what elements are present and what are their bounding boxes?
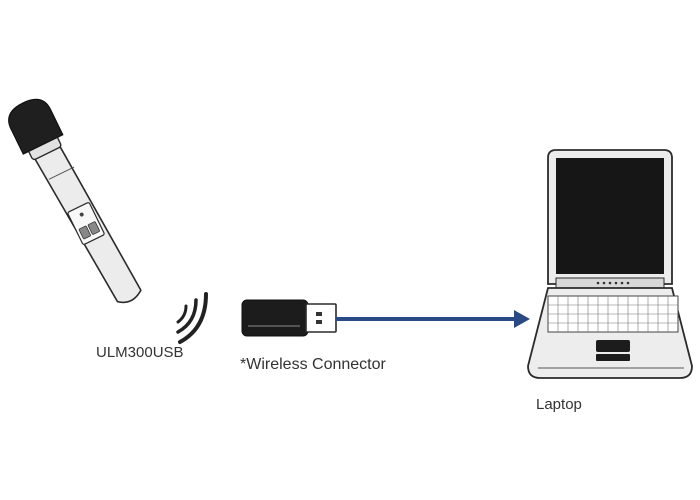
- laptop: [527, 149, 693, 379]
- signal-arrow: [336, 310, 530, 328]
- microphone-button: [87, 221, 100, 235]
- microphone-grille: [8, 98, 64, 155]
- microphone-button: [78, 225, 91, 240]
- touchpad-buttons: [596, 354, 630, 361]
- status-lights: [596, 281, 630, 285]
- laptop-label: Laptop: [536, 396, 582, 413]
- wireless-microphone: [8, 98, 142, 304]
- laptop-touchpad: [596, 340, 630, 352]
- microphone-led: [79, 212, 84, 217]
- wireless-signal-icon: [176, 292, 208, 344]
- laptop-screen: [556, 158, 664, 274]
- connector-label: *Wireless Connector: [240, 356, 386, 373]
- usb-plug: [305, 303, 337, 333]
- microphone-label: ULM300USB: [96, 344, 184, 361]
- connector-body: [241, 299, 309, 337]
- usb-wireless-connector: [241, 299, 337, 337]
- keyboard-keys: [548, 296, 678, 332]
